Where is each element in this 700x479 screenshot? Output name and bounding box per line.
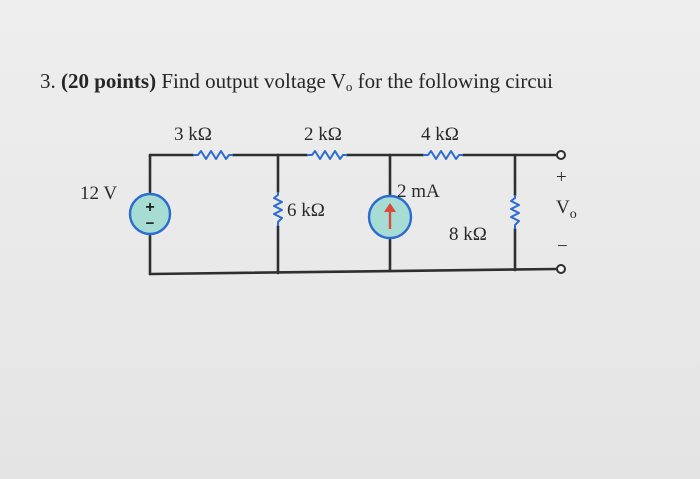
- up-arrow-icon: [384, 203, 396, 229]
- question-points: (20 points): [61, 69, 157, 93]
- label-4k: 4 kΩ: [421, 124, 459, 145]
- resistor-6k: [273, 192, 283, 226]
- voltage-source-plus: +: [145, 199, 154, 216]
- label-6k: 6 kΩ: [287, 200, 325, 221]
- question-prompt-end: for the following circui: [357, 69, 553, 93]
- label-3k: 3 kΩ: [174, 124, 212, 145]
- output-plus: +: [556, 167, 567, 188]
- output-label-v: V: [556, 197, 570, 218]
- current-source: [367, 194, 413, 240]
- resistor-8k: [510, 195, 520, 229]
- voltage-source: + −: [128, 192, 172, 236]
- label-2k: 2 kΩ: [304, 124, 342, 145]
- label-8k: 8 kΩ: [449, 224, 487, 245]
- question-prompt: Find output voltage V: [161, 69, 346, 93]
- question-subscript: o: [345, 79, 353, 94]
- label-12v: 12 V: [80, 183, 117, 204]
- question-text: 3. (20 points) Find output voltage Vo fo…: [40, 69, 700, 95]
- resistor-3k: [193, 150, 233, 160]
- label-2ma: 2 mA: [397, 181, 440, 202]
- output-label-sub: o: [570, 207, 577, 222]
- output-terminal-top: [556, 150, 566, 160]
- resistor-4k: [423, 150, 463, 160]
- bottom-wire: [148, 267, 559, 276]
- question-number: 3.: [40, 69, 56, 93]
- output-terminal-bottom: [556, 264, 566, 274]
- output-minus: −: [557, 236, 568, 257]
- output-label: Vo: [556, 197, 577, 222]
- resistor-2k: [307, 150, 347, 160]
- voltage-source-minus: −: [146, 215, 155, 232]
